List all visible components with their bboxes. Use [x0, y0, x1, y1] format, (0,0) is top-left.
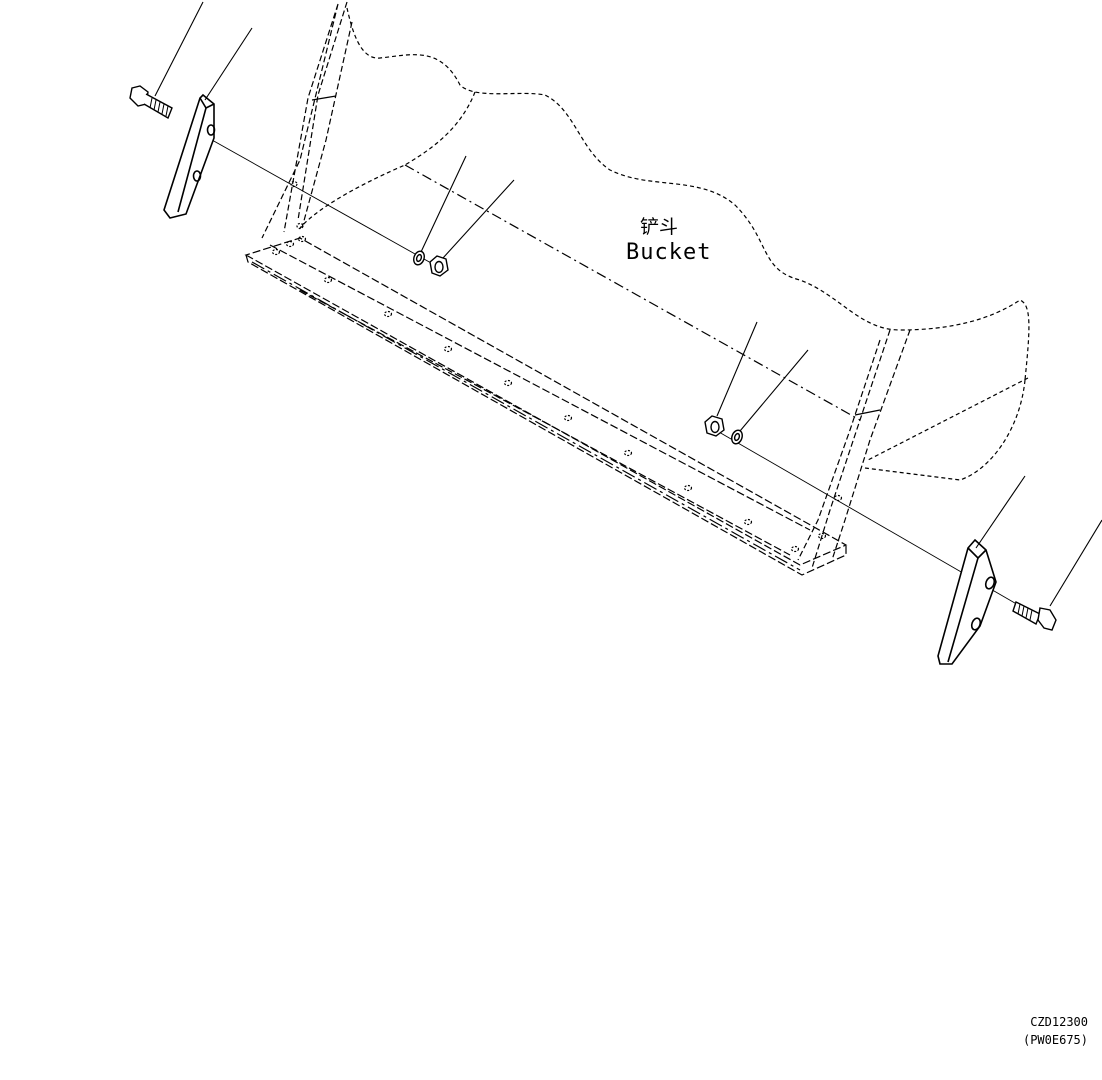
part-label-chinese: 铲斗 — [640, 216, 679, 238]
cutting-edge-front — [246, 255, 846, 575]
right-bolt — [1013, 602, 1056, 630]
left-lock-washer — [412, 250, 426, 267]
bucket-right-back — [865, 378, 1028, 480]
cutting-edge-plate — [246, 238, 846, 565]
drawing-code: CZD12300 — [1030, 1015, 1088, 1029]
bucket-left-inner-curve — [300, 92, 475, 228]
leader-lines — [155, 2, 1102, 606]
right-lock-washer — [730, 429, 744, 446]
left-nut — [430, 256, 448, 276]
right-side-mark — [855, 410, 880, 415]
bucket-left-side-inner — [302, 22, 352, 228]
bucket-left-side-plate — [262, 2, 347, 238]
right-side-cutter — [938, 540, 996, 664]
bolt-holes — [273, 182, 842, 552]
drawing-subcode: (PW0E675) — [1022, 1033, 1088, 1047]
right-nut — [705, 416, 724, 436]
part-label-english: Bucket — [626, 240, 712, 265]
left-bolt — [130, 86, 172, 118]
left-side-cutter — [164, 95, 215, 218]
bucket-back-diagonal — [405, 165, 860, 420]
left-side-mark — [312, 96, 336, 100]
cutting-edge-inner-line — [270, 245, 810, 555]
left-assembly-axis — [212, 140, 440, 268]
bucket-right-side-plate — [798, 330, 910, 568]
